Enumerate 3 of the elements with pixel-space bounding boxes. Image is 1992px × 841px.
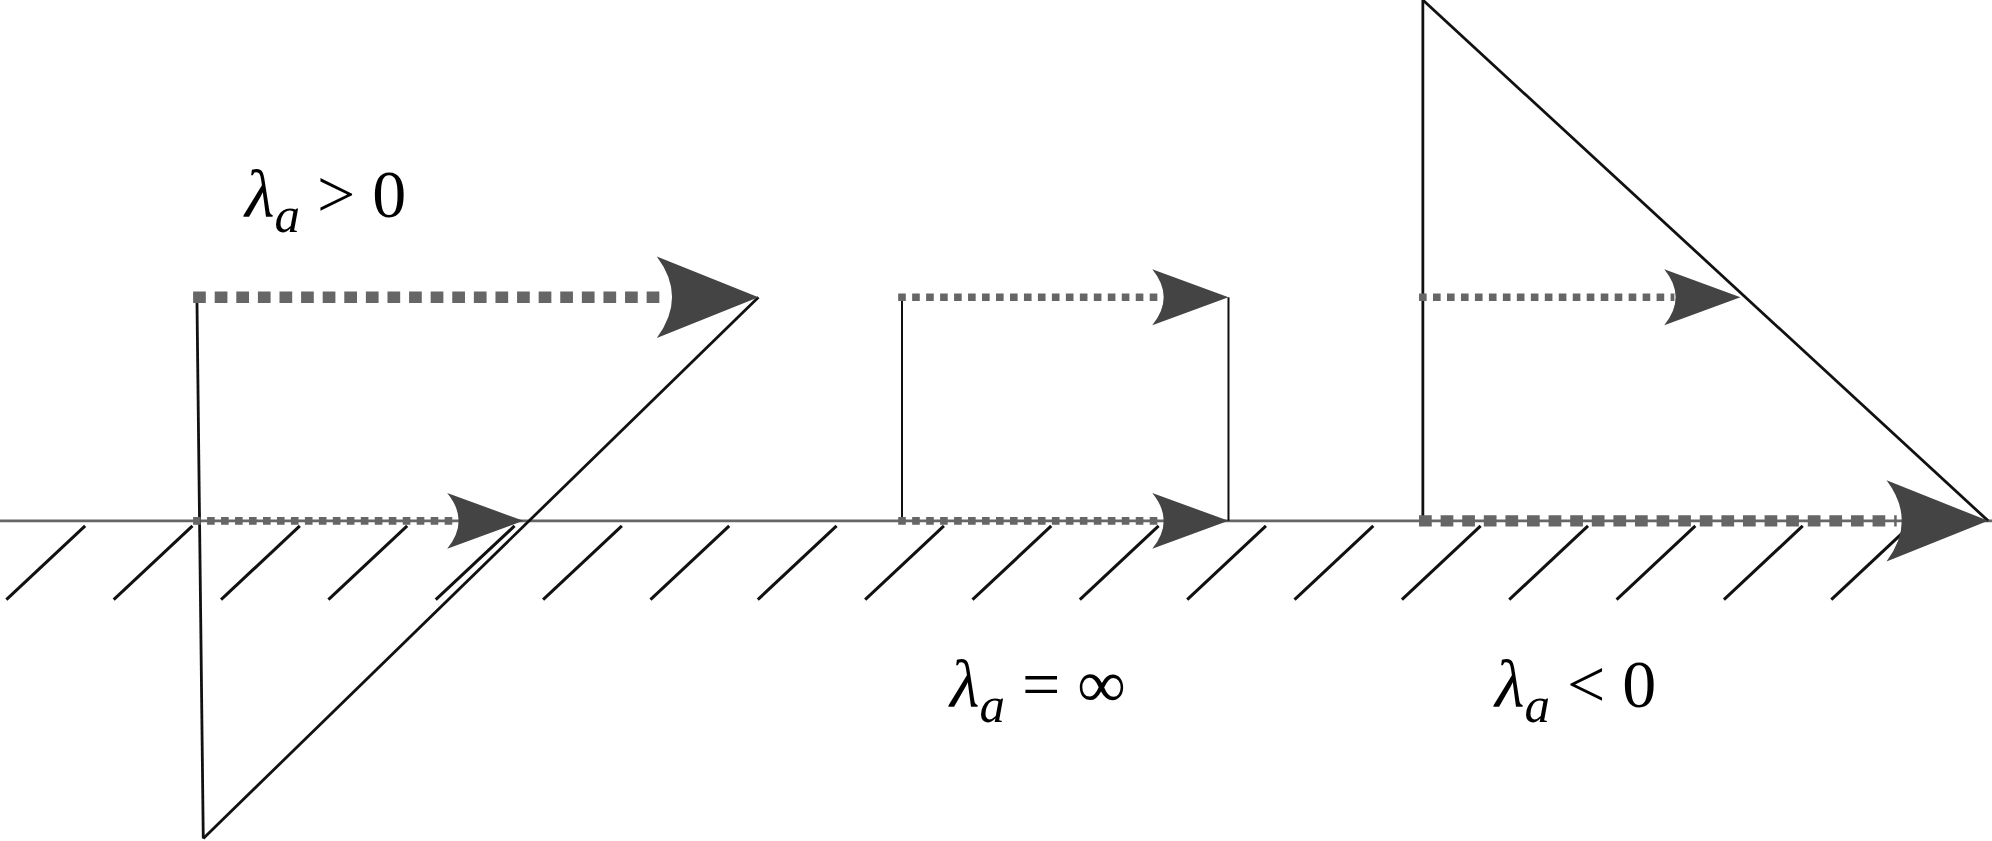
slip-condition-label: λ$_{a}$ < 0	[1495, 650, 1657, 731]
slip-condition-label: λ$_{a}$ = ∞	[950, 650, 1126, 731]
slip-condition-label: λ$_{a}$ > 0	[245, 160, 407, 241]
